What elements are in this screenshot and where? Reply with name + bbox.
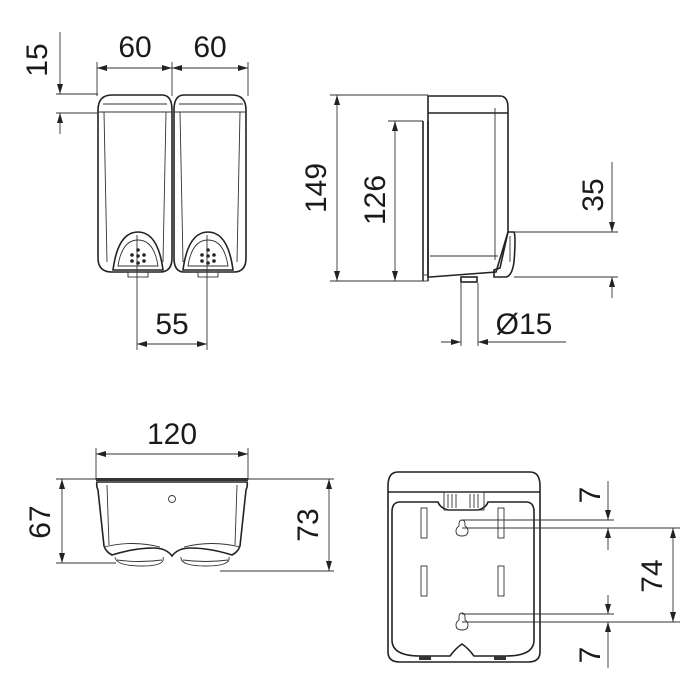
dim-depth-body: 67 (24, 505, 57, 538)
dim-back-height: 126 (359, 175, 392, 225)
push-button-left (112, 231, 164, 278)
dim-button-height: 35 (577, 178, 610, 211)
outlet-nozzle (460, 276, 478, 283)
keyhole-top-icon (455, 519, 469, 537)
dim-outlet-diameter: Ø15 (496, 308, 553, 341)
dim-top-offset: 7 (574, 487, 607, 504)
mount-slot (497, 565, 505, 597)
dim-total-height: 149 (300, 163, 333, 213)
front-view: 60 60 15 55 (21, 31, 249, 350)
dim-push-spacing: 55 (155, 308, 188, 341)
keyhole-bottom-icon (455, 612, 469, 631)
dim-depth-total: 73 (292, 508, 325, 541)
dispenser-side-body (422, 95, 516, 283)
mount-slot (420, 507, 428, 539)
side-push-lever (493, 231, 516, 278)
push-button-right (182, 231, 234, 278)
dispenser-front-body (97, 94, 247, 278)
back-view: 7 74 7 (387, 471, 680, 668)
dim-top-cap: 15 (21, 43, 54, 76)
side-view: 149 126 35 Ø15 (300, 94, 618, 346)
dim-width-right: 60 (193, 31, 226, 64)
dispenser-back-body (387, 471, 541, 663)
dim-bottom-offset: 7 (574, 647, 607, 664)
mount-slot (497, 507, 505, 539)
dim-top-width: 120 (147, 418, 197, 451)
dispenser-top-body (95, 478, 249, 567)
dim-hole-spacing: 74 (636, 559, 669, 592)
top-view: 120 67 73 (24, 418, 334, 572)
dim-width-left: 60 (118, 31, 151, 64)
mount-slot (420, 565, 428, 597)
